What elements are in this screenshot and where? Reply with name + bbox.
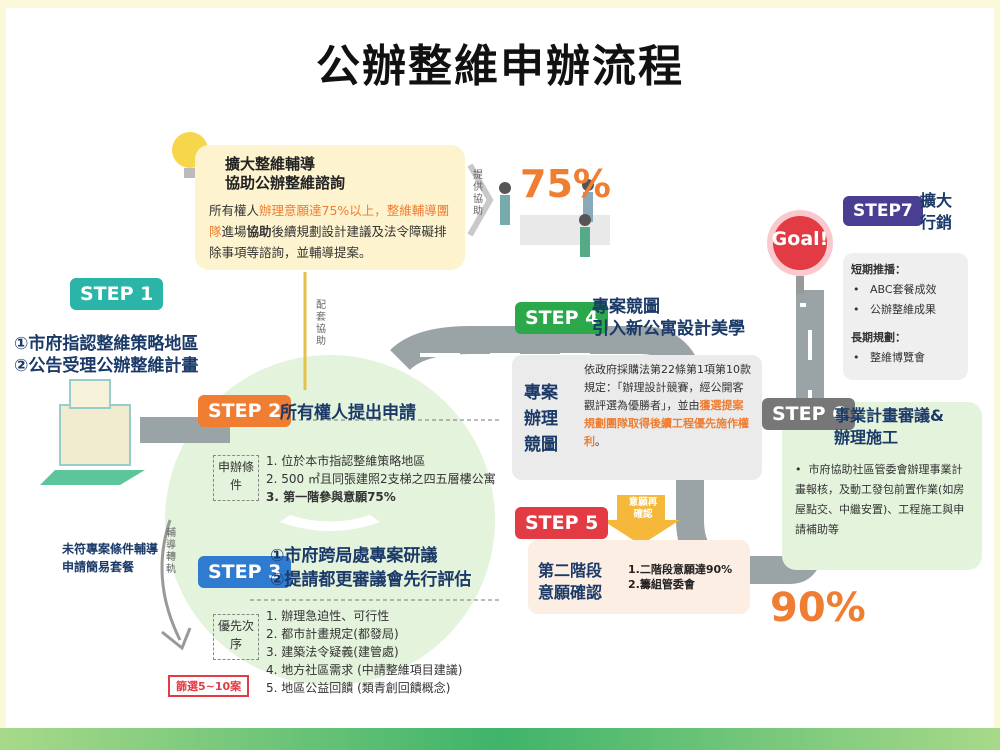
step7-long-label: 長期規劃： — [851, 331, 906, 344]
step5-box — [528, 540, 750, 614]
frame-top — [0, 0, 1000, 8]
frame-left — [0, 0, 6, 750]
step2-cond-label: 申辦條件 — [213, 455, 259, 501]
step2-list: 1. 位於本市指認整維策略地區 2. 500 ㎡且同張建照2支梯之四五層樓公寓 … — [266, 454, 496, 504]
step7-title: 擴大 行銷 — [920, 191, 953, 232]
step3-list: 1. 辦理急迫性、可行性 2. 都市計畫規定(都發局) 3. 建築法令疑義(建管… — [266, 609, 463, 695]
step1-tag: STEP 1 — [70, 278, 164, 310]
filter-badge: 篩選5~10案 — [168, 675, 250, 697]
step6-item: • 市府協助社區管委會辦理事業計畫報核，及動工發包前置作業(如房屋點交、中繼安置… — [795, 463, 965, 536]
step4-box: 專案辦理競圖 依政府採購法第22條第1項第10款規定：「辦理設計競賽，經公開客觀… — [512, 355, 762, 480]
step3-tag: STEP 3 — [198, 556, 292, 588]
fallback-text: 未符專案條件輔導申請簡易套餐 — [62, 542, 159, 574]
consult-percent: 75% — [520, 162, 611, 206]
frame-bottom — [0, 728, 1000, 750]
step5-title: 第二階段意願確認 — [537, 561, 602, 602]
step5-list: 1.二階段意願達90% 2.籌組管委會 — [628, 563, 733, 591]
step4-box-label: 專案辦理競圖 — [524, 383, 558, 455]
step7-box: 短期推播： • ABC套餐成效 • 公辦整維成果 長期規劃： • 整維博覽會 — [843, 253, 968, 380]
step6-title: 事業計畫審議& 辦理施工 — [834, 406, 944, 447]
step5-tag: STEP 5 — [515, 507, 609, 539]
goal-sign: Goal! — [771, 228, 829, 250]
consult-heading-1: 擴大整維輔導 — [225, 155, 316, 173]
step4-tag: STEP 4 — [515, 302, 609, 334]
frame-right — [994, 0, 1000, 750]
page-title: 公辦整維申辦流程 — [316, 41, 684, 92]
step6-tag: STEP 6 — [762, 398, 856, 430]
provide-assist-label: 提供協助 — [473, 170, 483, 217]
step3-text: ①市府跨局處專案研議 ②提請都更審議會先行評估 — [270, 546, 472, 590]
step6-box — [782, 402, 982, 570]
step7-short-item-1: • ABC套餐成效 — [853, 283, 937, 296]
step2-title: 所有權人提出申請 — [280, 403, 416, 423]
step3-prio-label: 優先次序 — [213, 614, 259, 660]
step2-tag: STEP 2 — [198, 395, 292, 427]
process-circle — [165, 355, 495, 685]
consult-heading-2: 協助公辦整維諮詢 — [225, 174, 346, 192]
step4-desc: 依政府採購法第22條第1項第10款規定：「辦理設計競賽，經公開客觀評選為優勝者」… — [584, 363, 751, 448]
step7-tag: STEP7 — [843, 196, 923, 226]
step5-percent: 90% — [770, 585, 866, 631]
step4-title: 專案競圖 引入新公寓設計美學 — [592, 297, 745, 339]
step7-short-item-2: • 公辦整維成果 — [853, 303, 936, 316]
consult-body: 所有權人辦理意願達75%以上，整維輔導團隊進場協助後續規劃設計建議及法令障礙排除… — [209, 203, 450, 260]
consult-box: 擴大整維輔導 協助公辦整維諮詢 所有權人辦理意願達75%以上，整維輔導團隊進場協… — [195, 145, 465, 270]
fallback-arrow-label: 輔導轉軌 — [166, 528, 176, 575]
confirm-arrow-label: 意願再確認 — [628, 497, 658, 520]
support-label: 配套協助 — [316, 300, 326, 347]
step1-text: ①市府指認整維策略地區 ②公告受理公辦整維計畫 — [14, 334, 199, 376]
step7-short-label: 短期推播： — [851, 263, 906, 276]
step7-long-item-1: • 整維博覽會 — [853, 351, 925, 364]
